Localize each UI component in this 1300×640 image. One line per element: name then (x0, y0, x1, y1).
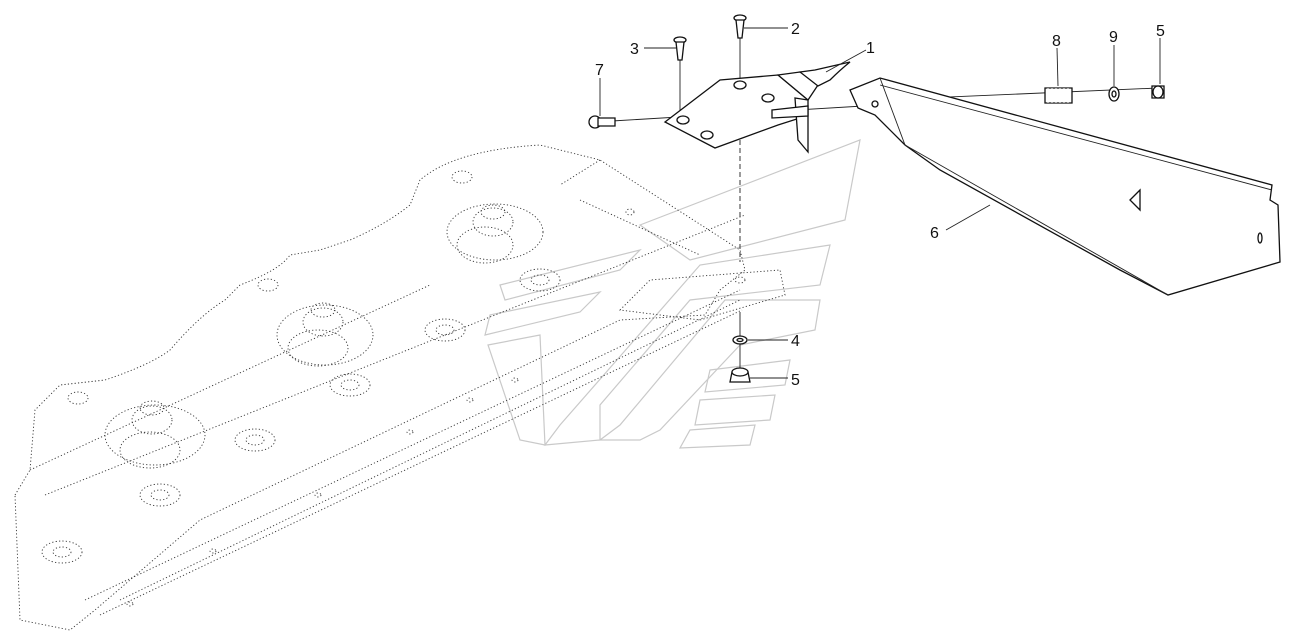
washer-4 (732, 335, 748, 345)
bearing-rings (41, 268, 561, 564)
callout-3: 3 (630, 41, 639, 58)
watermark-logo (484, 139, 861, 449)
swath-board (849, 77, 1281, 296)
cutting-disc-2 (276, 302, 374, 367)
washer-9 (1108, 86, 1120, 102)
callout-5-bottom: 5 (791, 372, 800, 389)
cutting-disc-1 (446, 203, 544, 264)
cutter-bar (14, 144, 786, 631)
callout-labels: 1 2 3 4 5 5 6 7 8 9 (595, 21, 1165, 389)
callout-1: 1 (866, 40, 875, 57)
countersunk-screw-2 (733, 14, 747, 39)
lock-nut-5-bottom (729, 367, 751, 383)
mounting-bracket (663, 61, 851, 154)
callout-9: 9 (1109, 29, 1118, 46)
callout-4: 4 (791, 333, 800, 350)
callout-2: 2 (791, 21, 800, 38)
callout-8: 8 (1052, 33, 1061, 50)
carriage-bolt-7 (588, 115, 616, 129)
countersunk-screw-3 (673, 36, 687, 61)
callout-7: 7 (595, 62, 604, 79)
callout-6: 6 (930, 225, 939, 242)
callout-5-top: 5 (1156, 23, 1165, 40)
cutting-disc-3 (104, 400, 206, 469)
lock-nut-5-top (1151, 85, 1165, 99)
leader-lines (599, 27, 1161, 379)
edge-holes (126, 377, 519, 607)
spring-8 (1044, 87, 1073, 104)
